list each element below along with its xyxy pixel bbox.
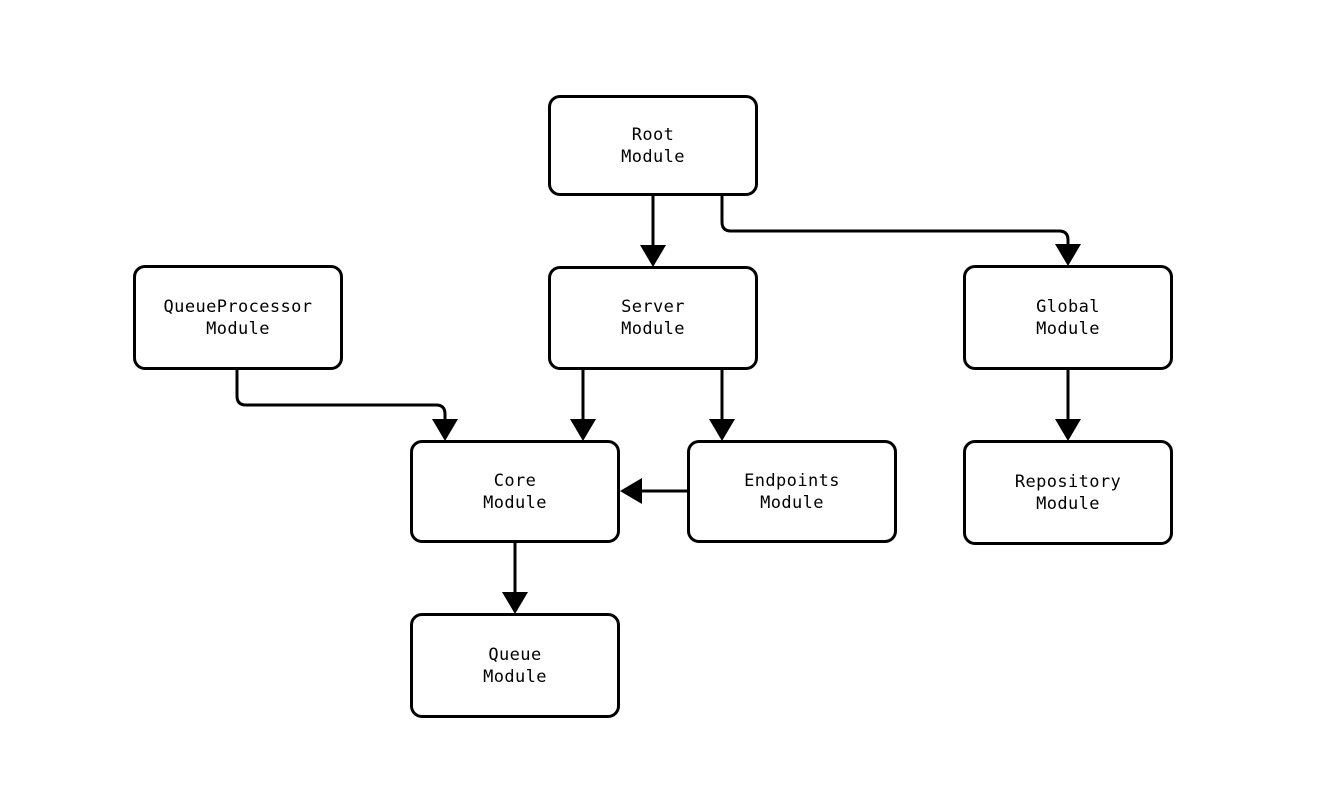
node-label-endpoints-line2: Module	[760, 492, 824, 513]
arrowhead-icon	[709, 419, 735, 441]
arrowhead-icon	[570, 419, 596, 441]
edge-root-to-global	[720, 196, 1081, 266]
edge-server-to-core	[570, 370, 596, 441]
node-repository-module[interactable]: Repository Module	[963, 440, 1173, 545]
node-label-queue-line1: Queue	[488, 644, 542, 665]
node-server-module[interactable]: Server Module	[548, 266, 758, 370]
edge-endpoints-to-core	[620, 478, 687, 504]
node-root-module[interactable]: Root Module	[548, 95, 758, 196]
node-label-global-line1: Global	[1036, 296, 1100, 317]
edge-queueprocessor-to-core	[235, 370, 458, 441]
node-label-queue-line2: Module	[483, 666, 547, 687]
arrowhead-icon	[640, 245, 666, 267]
node-label-endpoints-line1: Endpoints	[744, 470, 840, 491]
node-label-core-line2: Module	[483, 492, 547, 513]
node-label-global-line2: Module	[1036, 318, 1100, 339]
node-label-server-line2: Module	[621, 319, 685, 339]
node-label-core-line1: Core	[493, 470, 537, 491]
arrowhead-icon	[432, 419, 458, 441]
node-queue-module[interactable]: Queue Module	[410, 613, 620, 718]
node-core-module[interactable]: Core Module	[410, 440, 620, 543]
node-label-repository-line2: Module	[1036, 493, 1100, 514]
node-queueprocessor-module[interactable]: QueueProcessor Module	[133, 265, 343, 370]
arrowhead-icon	[1055, 244, 1081, 266]
node-label-root-line1: Root	[631, 124, 675, 145]
arrowhead-icon	[620, 478, 642, 504]
node-label-queueprocessor-line1: QueueProcessor	[163, 296, 313, 317]
edge-core-to-queue	[502, 543, 528, 614]
node-endpoints-module[interactable]: Endpoints Module	[687, 440, 897, 543]
node-label-queueprocessor-line2: Module	[206, 318, 270, 339]
node-global-module[interactable]: Global Module	[963, 265, 1173, 370]
node-label-repository-line1: Repository	[1014, 471, 1122, 492]
edge-global-to-repository	[1055, 370, 1081, 441]
arrowhead-icon	[1055, 419, 1081, 441]
arrowhead-icon	[502, 592, 528, 614]
node-label-server-line1: Server	[621, 297, 685, 317]
edge-server-to-endpoints	[709, 370, 735, 441]
edge-root-to-server	[640, 196, 666, 267]
node-label-root-line2: Module	[621, 146, 685, 167]
